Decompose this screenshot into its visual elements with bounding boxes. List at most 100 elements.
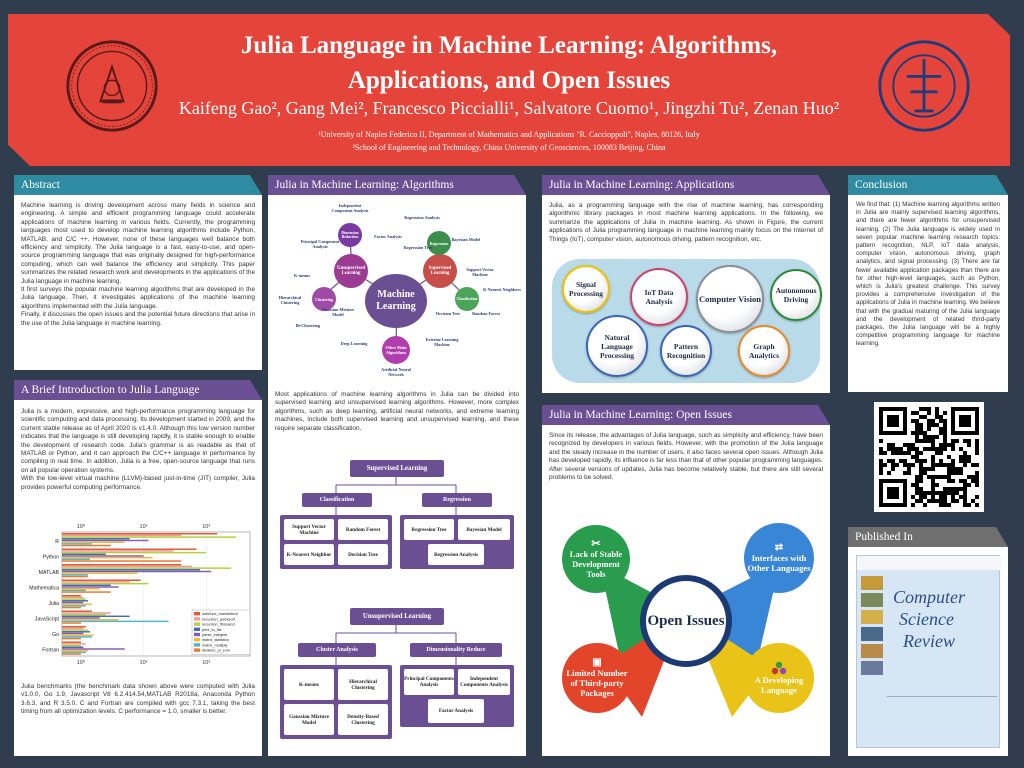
- unsupervised-tree: Unsupervised Learning Cluster Analysis D…: [268, 605, 526, 751]
- qr-module: [879, 451, 883, 455]
- qr-module: [963, 451, 967, 455]
- leaf-factor: Factor Analysis: [374, 234, 402, 239]
- title-banner: Julia Language in Machine Learning: Algo…: [8, 14, 1010, 166]
- bar-6-2: [62, 629, 89, 631]
- bar-7-3: [62, 646, 84, 649]
- qr-module: [935, 447, 939, 451]
- supervised-tree-links: [335, 477, 457, 515]
- qr-module: [967, 503, 971, 507]
- bar-0-7: [62, 544, 111, 547]
- category-label-1: Python: [43, 554, 59, 560]
- intro-paragraph-1: Julia is a modern, expressive, and high-…: [21, 408, 255, 474]
- qr-module: [939, 447, 943, 451]
- legend-label-3: print_to_file: [202, 628, 222, 632]
- naples-university-seal-icon: [66, 40, 158, 132]
- leaf-regression-analysis: Regression Analysis: [404, 215, 440, 220]
- category-label-7: Fortran: [42, 647, 59, 653]
- leaf-random-forest: Random Forest: [472, 311, 500, 316]
- unsup-pca: Principal Components Analysis: [404, 669, 454, 695]
- unsup-dbc: Density-Based Clustering: [338, 704, 388, 735]
- bar-3-3: [62, 584, 111, 587]
- published-heading: Published In: [848, 527, 1008, 547]
- abstract-paragraph-3: Finally, it discusses the open issues an…: [21, 311, 255, 327]
- qr-module: [915, 439, 919, 443]
- qr-module: [947, 479, 951, 483]
- qr-module: [939, 451, 943, 455]
- applications-heading: Julia in Machine Learning: Applications: [542, 175, 830, 195]
- qr-module: [943, 475, 947, 479]
- unsupervised-tree-links: [335, 625, 457, 665]
- qr-module: [919, 479, 923, 483]
- qr-module: [967, 483, 971, 487]
- x-tick-bottom-1: 10¹: [140, 660, 148, 666]
- qr-module: [919, 463, 923, 467]
- bar-6-4: [62, 632, 84, 635]
- unsup-ica: Independent Components Analysis: [458, 669, 510, 695]
- qr-module: [959, 455, 963, 459]
- qr-module: [931, 423, 935, 427]
- qr-module: [959, 495, 963, 499]
- conclusion-panel: We find that: (1) Machine learning algor…: [848, 195, 1008, 392]
- abstract-paragraph-1: Machine learning is driving development …: [21, 202, 255, 285]
- qr-module: [943, 499, 947, 503]
- qr-module: [943, 443, 947, 447]
- title-line-1: Julia Language in Machine Learning: Algo…: [240, 32, 778, 59]
- qr-module: [943, 463, 947, 467]
- bar-7-7: [62, 653, 81, 655]
- qr-module: [943, 423, 947, 427]
- qr-module: [971, 499, 975, 503]
- qr-module: [931, 475, 935, 479]
- bar-2-2: [62, 567, 232, 569]
- qr-module: [919, 423, 923, 427]
- bar-7-2: [62, 644, 81, 647]
- qr-module: [903, 443, 907, 447]
- qr-module: [975, 451, 979, 455]
- qr-module: [895, 447, 899, 451]
- leaf-ann: Artificial Neural Network: [381, 367, 411, 377]
- leaf-regression-tree: Regression Tree: [403, 245, 433, 250]
- qr-module: [887, 471, 891, 475]
- sup-ra: Regression Analysis: [428, 544, 484, 565]
- qr-module: [907, 471, 911, 475]
- conclusion-heading: Conclusion: [848, 175, 1008, 195]
- legend-swatch-7: [194, 648, 200, 652]
- bar-1-0: [62, 548, 197, 550]
- sup-regression: Regression: [422, 493, 492, 507]
- bar-4-1: [62, 596, 84, 599]
- bar-3-0: [62, 579, 141, 581]
- legend-label-4: parse_integers: [202, 633, 227, 637]
- bar-1-5: [62, 556, 153, 559]
- qr-module: [927, 467, 931, 471]
- qr-module: [899, 447, 903, 451]
- qr-module: [915, 487, 919, 491]
- qr-module: [915, 427, 919, 431]
- qr-module: [919, 471, 923, 475]
- qr-module: [887, 447, 891, 451]
- qr-module: [911, 503, 915, 507]
- bar-5-3: [62, 615, 130, 618]
- leaf-knn: K-Nearest Neighbors: [483, 287, 521, 292]
- unsup-gmm: Gaussian Mixture Model: [284, 704, 334, 735]
- unsup-hc: Hierarchical Clustering: [338, 669, 388, 700]
- journal-title: Computer Science Review: [893, 586, 965, 652]
- qr-module: [927, 411, 931, 415]
- legend-label-1: recursion_quicksort: [202, 617, 236, 621]
- journal-title-line-2: Science: [899, 609, 954, 629]
- bar-7-5: [62, 649, 89, 652]
- legend-box: [191, 609, 251, 655]
- qr-module: [927, 447, 931, 451]
- leaf-gmm: Gaussian Mixture Model: [321, 307, 355, 317]
- qr-module: [923, 415, 927, 419]
- qr-module: [935, 435, 939, 439]
- qr-module: [931, 487, 935, 491]
- qr-module: [899, 451, 903, 455]
- bar-5-1: [62, 612, 111, 614]
- qr-module: [955, 471, 959, 475]
- bar-4-5: [62, 603, 92, 605]
- bar-2-7: [62, 575, 89, 578]
- qr-module: [967, 475, 971, 479]
- bar-2-3: [62, 569, 201, 571]
- qr-module: [947, 455, 951, 459]
- qr-module: [919, 459, 923, 463]
- qr-module: [907, 443, 911, 447]
